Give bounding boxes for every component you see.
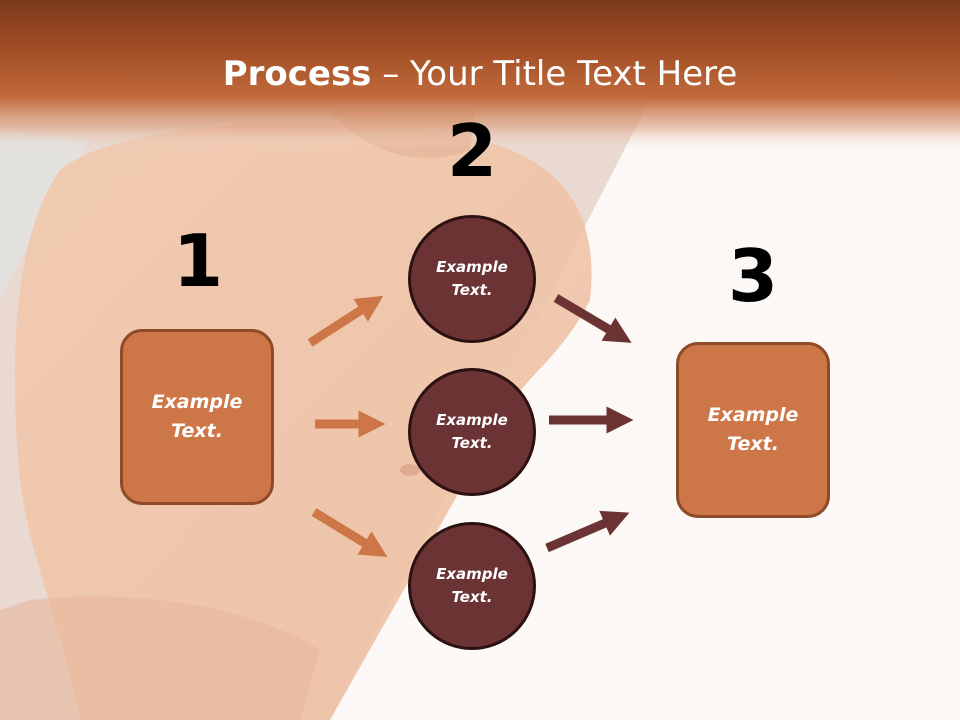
circle-bottom-label-line2: Text. [451,588,493,606]
step-2-circle-top: Example Text. [408,215,536,343]
step-number-1: 1 [172,219,224,303]
step-1-label: Example Text. [152,388,243,446]
step-number-3: 3 [727,234,779,318]
step-3-box: Example Text. [676,342,830,518]
step-1-box: Example Text. [120,329,274,505]
circle-middle-label-line2: Text. [451,434,493,452]
circle-top-label-line2: Text. [451,281,493,299]
step-number-2: 2 [446,109,498,193]
circle-bottom-label-line1: Example [436,565,508,583]
title-rest: – Your Title Text Here [371,54,738,94]
arrow-bottom-to-3 [545,510,630,553]
slide-title: Process – Your Title Text Here [0,52,960,96]
arrow-top-to-3 [553,294,632,343]
title-bold: Process [222,54,372,94]
circle-bottom-label: Example Text. [436,563,508,609]
circle-top-label-line1: Example [436,258,508,276]
step-3-label-line2: Text. [727,433,779,455]
arrow-1-to-bottom [311,508,388,558]
step-1-label-line2: Text. [171,420,223,442]
step-1-label-line1: Example [151,391,243,413]
step-2-circle-middle: Example Text. [408,368,536,496]
circle-top-label: Example Text. [436,256,508,302]
circle-middle-label-line1: Example [436,411,508,429]
arrow-1-to-top [307,295,384,347]
header-band [0,0,960,150]
step-3-label: Example Text. [708,401,799,459]
step-3-label-line1: Example [707,404,799,426]
step-2-circle-bottom: Example Text. [408,522,536,650]
circle-middle-label: Example Text. [436,409,508,455]
